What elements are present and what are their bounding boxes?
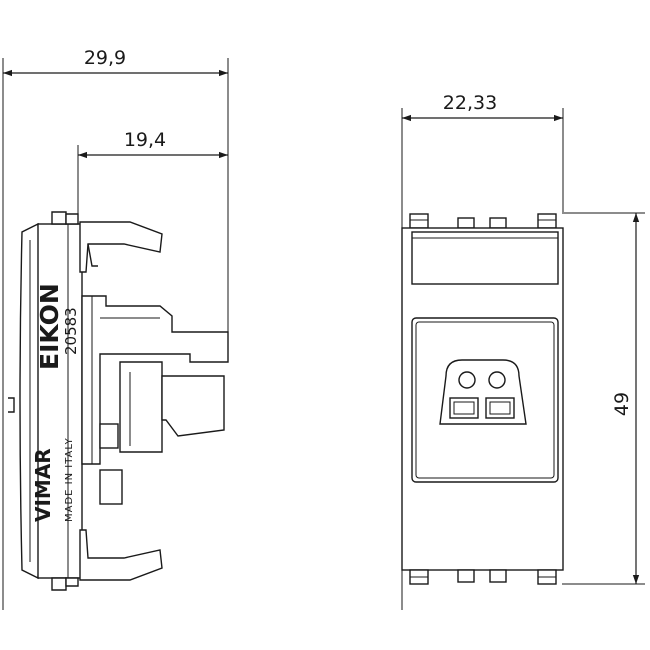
brand-label: EIKON: [35, 283, 64, 370]
socket-contact-left: [449, 397, 479, 419]
socket-contact-left-inner: [453, 401, 475, 415]
origin-label: MADE IN ITALY: [64, 437, 75, 522]
top-clip-right: [65, 213, 79, 225]
clip: [537, 213, 557, 229]
top-latch-arm: [79, 221, 163, 273]
clip: [457, 569, 475, 583]
bottom-clip-right: [65, 577, 79, 587]
product-code-label: 20583: [62, 307, 80, 355]
plate-catch: [8, 397, 15, 413]
connector-block: [119, 361, 163, 453]
clip: [457, 217, 475, 229]
socket-plate-inner: [415, 321, 555, 479]
bottom-clip-left: [51, 577, 67, 591]
front-top-clips: [409, 213, 557, 229]
socket-hole-right: [488, 371, 506, 389]
front-view: 22,33 49: [401, 92, 645, 610]
lower-terminal: [99, 469, 123, 505]
bottom-latch-arm: [79, 529, 163, 581]
top-latch-detail: [87, 243, 98, 267]
dimension-overall-depth: 29,9: [84, 47, 126, 69]
socket-hole-left: [458, 371, 476, 389]
clip: [489, 569, 507, 583]
front-bottom-clips: [409, 569, 557, 585]
side-view: EIKON 20583 VIMAR MADE IN ITALY 29,9 19,…: [2, 47, 229, 610]
clip: [489, 217, 507, 229]
dimension-body-depth: 19,4: [124, 129, 166, 151]
support-frame: [37, 223, 83, 579]
connector-head: [161, 375, 225, 437]
dimension-front-height: 49: [611, 392, 633, 416]
socket-contact-right-inner: [489, 401, 511, 415]
clip: [409, 213, 429, 229]
label-window: [411, 231, 559, 285]
dimension-front-width: 22,33: [443, 92, 497, 114]
mid-terminal: [99, 423, 119, 449]
top-clip-left: [51, 211, 67, 225]
maker-label: VIMAR: [31, 448, 55, 522]
socket-contact-right: [485, 397, 515, 419]
